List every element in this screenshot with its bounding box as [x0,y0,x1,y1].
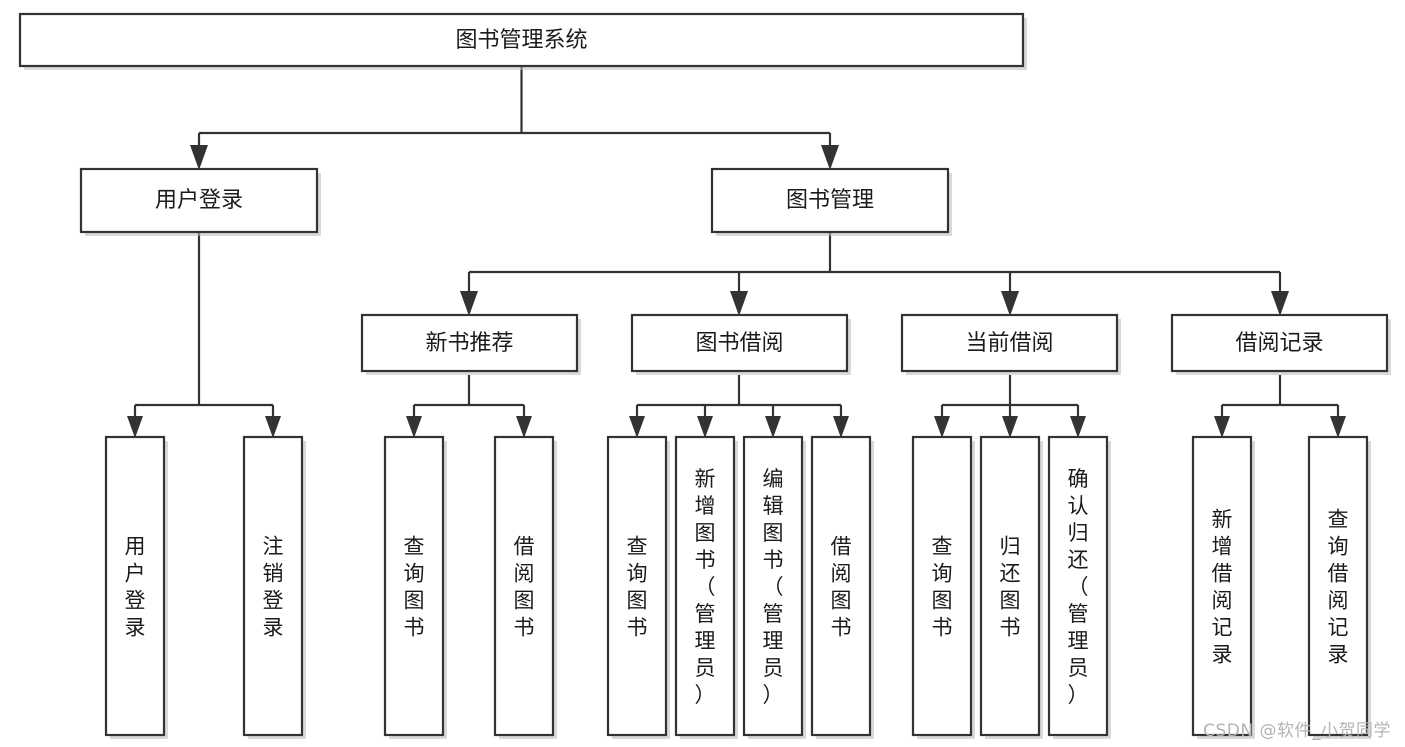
leaf-query-book-1-box [383,435,445,737]
leaf-user-login-box [104,435,166,737]
arrowhead-leaf-query-book-3 [934,416,950,438]
arrowhead-leaf-borrow-book-2 [833,416,849,438]
leaf-query-book-2[interactable]: 查询图书 [606,435,670,739]
node-book-manage[interactable]: 图书管理 [710,167,952,236]
leaf-logout-box [242,435,304,737]
arrowhead-leaf-user-login [127,416,143,438]
csdn-watermark: CSDN @软件_小贺同学 [1203,721,1391,741]
leaf-query-record-box [1307,435,1369,737]
node-user-login-box [79,167,319,234]
node-borrow-record[interactable]: 借阅记录 [1170,313,1391,375]
leaf-edit-book-label: 编辑图书（管理员） [763,467,784,707]
arrowhead-layer [127,145,1346,438]
leaf-query-record-label: 查询借阅记录 [1328,508,1349,667]
leaf-edit-book-box [742,435,804,737]
node-book-borrow-box [630,313,849,373]
leaf-query-book-1-label: 查询图书 [404,535,425,640]
node-current-borrow-box [900,313,1119,373]
arrowhead-borrow-record [1271,291,1289,316]
leaf-query-record[interactable]: 查询借阅记录 [1307,435,1371,739]
leaf-borrow-book-1[interactable]: 借阅图书 [493,435,557,739]
node-new-book-rec-label: 新书推荐 [425,331,513,356]
leaf-query-book-3[interactable]: 查询图书 [911,435,975,739]
arrowhead-new-book-rec [460,291,478,316]
leaf-add-record[interactable]: 新增借阅记录 [1191,435,1255,739]
node-book-manage-box [710,167,950,234]
leaf-user-login-label: 用户登录 [125,535,146,640]
arrowhead-leaf-add-record [1214,416,1230,438]
leaf-query-book-2-box [606,435,668,737]
leaf-borrow-book-2-box [810,435,872,737]
leaf-logout[interactable]: 注销登录 [242,435,306,739]
leaf-borrow-book-2-label: 借阅图书 [831,535,852,640]
node-book-borrow[interactable]: 图书借阅 [630,313,851,375]
arrowhead-user-login [190,145,208,170]
arrowhead-leaf-edit-book [765,416,781,438]
node-root[interactable]: 图书管理系统 [18,12,1027,70]
leaf-add-record-box [1191,435,1253,737]
node-root-box [18,12,1025,68]
leaf-confirm-return[interactable]: 确认归还（管理员） [1047,435,1111,739]
leaf-add-record-label: 新增借阅记录 [1212,508,1233,667]
node-borrow-record-box [1170,313,1389,373]
arrowhead-leaf-return-book [1002,416,1018,438]
arrowhead-leaf-borrow-book-1 [516,416,532,438]
arrowhead-leaf-add-book [697,416,713,438]
leaf-user-login[interactable]: 用户登录 [104,435,168,739]
leaf-confirm-return-box [1047,435,1109,737]
leaf-return-book-box [979,435,1041,737]
leaf-return-book-label: 归还图书 [1000,535,1021,640]
leaf-borrow-book-2[interactable]: 借阅图书 [810,435,874,739]
arrowhead-leaf-query-book-1 [406,416,422,438]
arrowhead-current-borrow [1001,291,1019,316]
connector-layer [133,66,1340,418]
leaf-add-book-label: 新增图书（管理员） [695,467,716,707]
arrowhead-leaf-confirm-return [1070,416,1086,438]
arrowhead-leaf-query-record [1330,416,1346,438]
arrowhead-leaf-query-book-2 [629,416,645,438]
arrowhead-leaf-logout [265,416,281,438]
arrowhead-book-borrow [730,291,748,316]
leaf-add-book-box [674,435,736,737]
leaf-return-book[interactable]: 归还图书 [979,435,1043,739]
node-book-manage-label: 图书管理 [786,188,874,213]
leaf-logout-label: 注销登录 [263,535,284,640]
leaf-query-book-3-label: 查询图书 [932,535,953,640]
leaf-borrow-book-1-box [493,435,555,737]
leaf-query-book-2-label: 查询图书 [627,535,648,640]
node-user-login[interactable]: 用户登录 [79,167,321,236]
leaf-add-book[interactable]: 新增图书（管理员） [674,435,738,739]
leaf-confirm-return-label: 确认归还（管理员） [1068,467,1089,707]
leaf-edit-book[interactable]: 编辑图书（管理员） [742,435,806,739]
node-current-borrow[interactable]: 当前借阅 [900,313,1121,375]
leaf-borrow-book-1-label: 借阅图书 [514,535,535,640]
node-user-login-label: 用户登录 [155,188,243,213]
leaf-query-book-3-box [911,435,973,737]
node-new-book-rec[interactable]: 新书推荐 [360,313,581,375]
leaf-query-book-1[interactable]: 查询图书 [383,435,447,739]
node-current-borrow-label: 当前借阅 [965,331,1053,356]
node-borrow-record-label: 借阅记录 [1235,331,1323,356]
arrowhead-book-manage [821,145,839,170]
node-book-borrow-label: 图书借阅 [695,331,783,356]
node-new-book-rec-box [360,313,579,373]
node-root-label: 图书管理系统 [455,28,587,53]
